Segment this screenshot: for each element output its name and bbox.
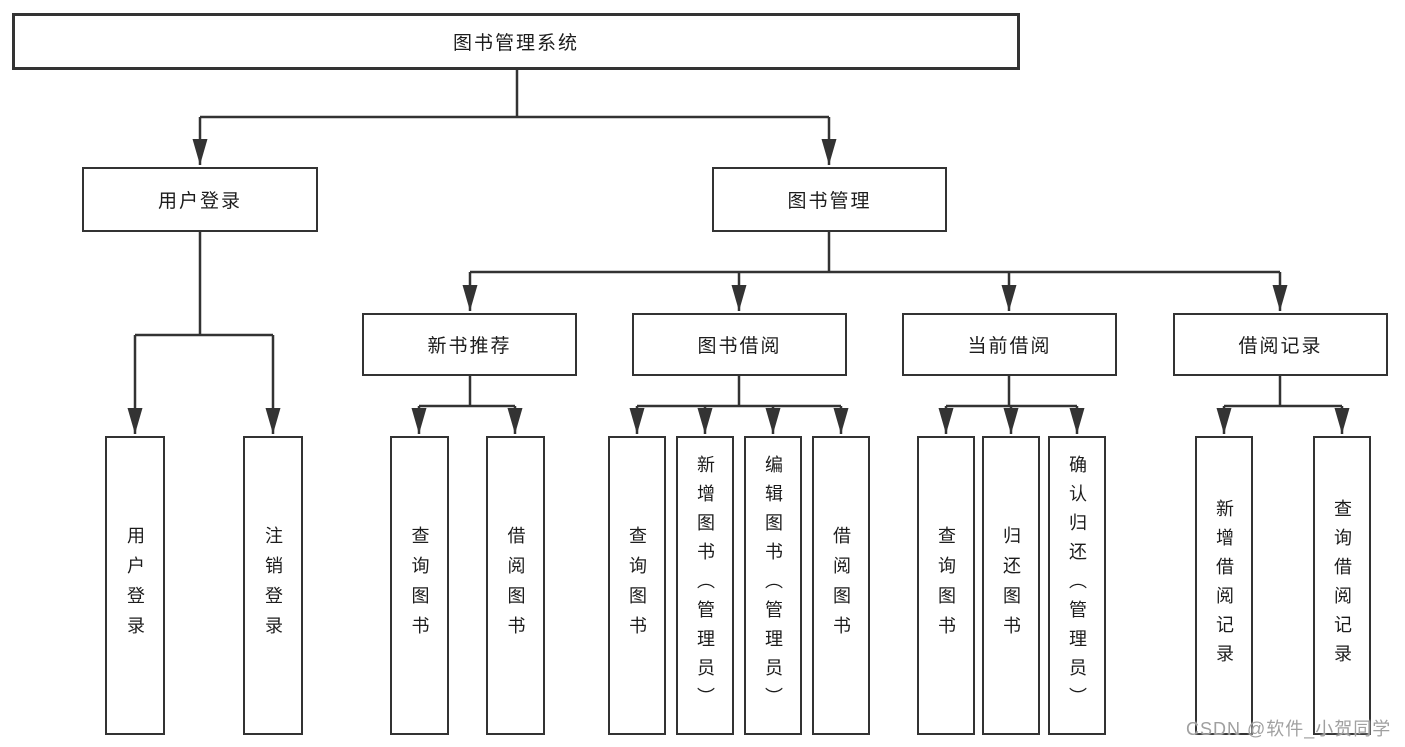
leaf-query-books-current: 查询图书	[917, 436, 975, 735]
node-book-management-label: 图书管理	[787, 191, 872, 212]
leaf-return-books: 归还图书	[982, 436, 1040, 735]
leaf-query-borrow-record: 查询借阅记录	[1313, 436, 1371, 735]
node-root: 图书管理系统	[12, 13, 1020, 70]
leaf-borrow-books-recommend: 借阅图书	[486, 436, 545, 735]
leaf-borrow-books: 借阅图书	[812, 436, 870, 735]
node-current-borrow: 当前借阅	[902, 313, 1117, 376]
leaf-user-login: 用户登录	[105, 436, 165, 735]
leaf-confirm-return-admin: 确认归还（管理员）	[1048, 436, 1106, 735]
node-book-management: 图书管理	[712, 167, 947, 232]
node-borrow-records-label: 借阅记录	[1238, 336, 1323, 357]
leaf-edit-books-admin: 编辑图书（管理员）	[744, 436, 802, 735]
leaf-query-books-recommend: 查询图书	[390, 436, 449, 735]
node-book-borrow-label: 图书借阅	[697, 336, 782, 357]
node-user-login-label: 用户登录	[157, 191, 242, 212]
watermark: CSDN @软件_小贺同学	[1186, 719, 1392, 739]
leaf-add-books-admin: 新增图书（管理员）	[676, 436, 734, 735]
node-borrow-records: 借阅记录	[1173, 313, 1388, 376]
node-new-book-recommend: 新书推荐	[362, 313, 577, 376]
leaf-query-books-borrow: 查询图书	[608, 436, 666, 735]
node-root-label: 图书管理系统	[452, 33, 579, 54]
node-current-borrow-label: 当前借阅	[967, 336, 1052, 357]
leaf-logout: 注销登录	[243, 436, 303, 735]
leaf-add-borrow-record: 新增借阅记录	[1195, 436, 1253, 735]
node-new-book-recommend-label: 新书推荐	[427, 336, 512, 357]
node-user-login: 用户登录	[82, 167, 318, 232]
node-book-borrow: 图书借阅	[632, 313, 847, 376]
